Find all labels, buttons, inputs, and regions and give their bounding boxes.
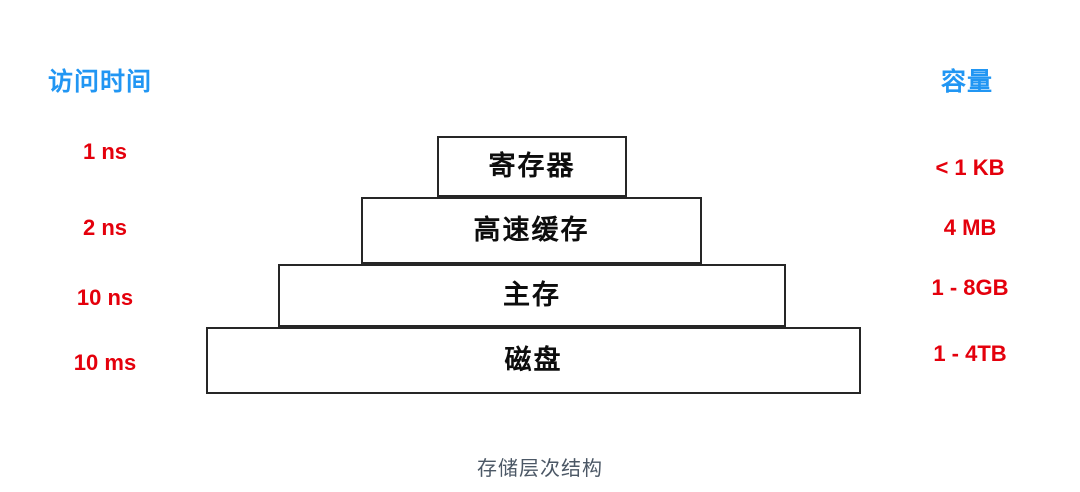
capacity-value-cache: 4 MB xyxy=(943,215,997,240)
tier-label-main-memory: 主存 xyxy=(503,280,561,311)
tier-label-cache: 高速缓存 xyxy=(473,215,590,246)
tier-label-register: 寄存器 xyxy=(488,151,576,182)
access-time-value-disk: 10 ms xyxy=(73,350,137,375)
tier-box-register: 寄存器 xyxy=(437,136,627,197)
capacity-value-register: < 1 KB xyxy=(935,155,1005,180)
diagram-caption: 存储层次结构 xyxy=(477,456,603,480)
access-time-value-main-memory: 10 ns xyxy=(76,285,134,310)
capacity-value-main-memory: 1 - 8GB xyxy=(931,275,1009,300)
tier-label-disk: 磁盘 xyxy=(504,345,563,376)
access-time-value-register: 1 ns xyxy=(82,139,128,164)
tier-box-cache: 高速缓存 xyxy=(361,197,702,264)
tier-box-main-memory: 主存 xyxy=(278,264,786,327)
access-time-column-header: 访问时间 xyxy=(48,68,153,96)
tier-box-disk: 磁盘 xyxy=(206,327,861,394)
capacity-column-header: 容量 xyxy=(941,68,994,96)
access-time-value-cache: 2 ns xyxy=(82,215,128,240)
capacity-value-disk: 1 - 4TB xyxy=(933,341,1007,366)
